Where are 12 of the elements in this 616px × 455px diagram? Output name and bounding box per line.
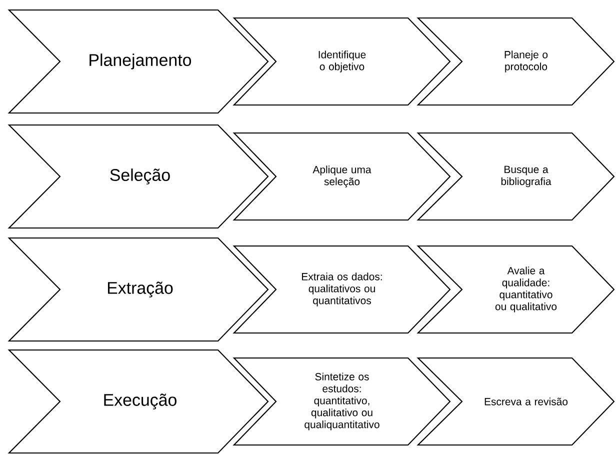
step-banner: Identifique o objetivo bbox=[232, 17, 451, 106]
step-banner: Extraia os dados: qualitativos ou quantitativos bbox=[232, 245, 451, 334]
step-banner: Avalie a qualidade: quantitativo ou qualitativo bbox=[416, 245, 615, 334]
phase-banner: Execução bbox=[8, 349, 269, 454]
step-banner: Sintetize os estudos: quantitativo, qualitativo ou qualiquantitativo bbox=[232, 357, 451, 446]
step-banner: Planeje o protocolo bbox=[416, 17, 615, 106]
step-banner: Escreva a revisão bbox=[416, 357, 615, 446]
phase-banner: Planejamento bbox=[8, 9, 269, 114]
phase-banner: Seleção bbox=[8, 124, 269, 229]
step-banner: Aplique uma seleção bbox=[232, 132, 451, 221]
phase-banner: Extração bbox=[8, 237, 269, 342]
step-banner: Busque a bibliografia bbox=[416, 132, 615, 221]
